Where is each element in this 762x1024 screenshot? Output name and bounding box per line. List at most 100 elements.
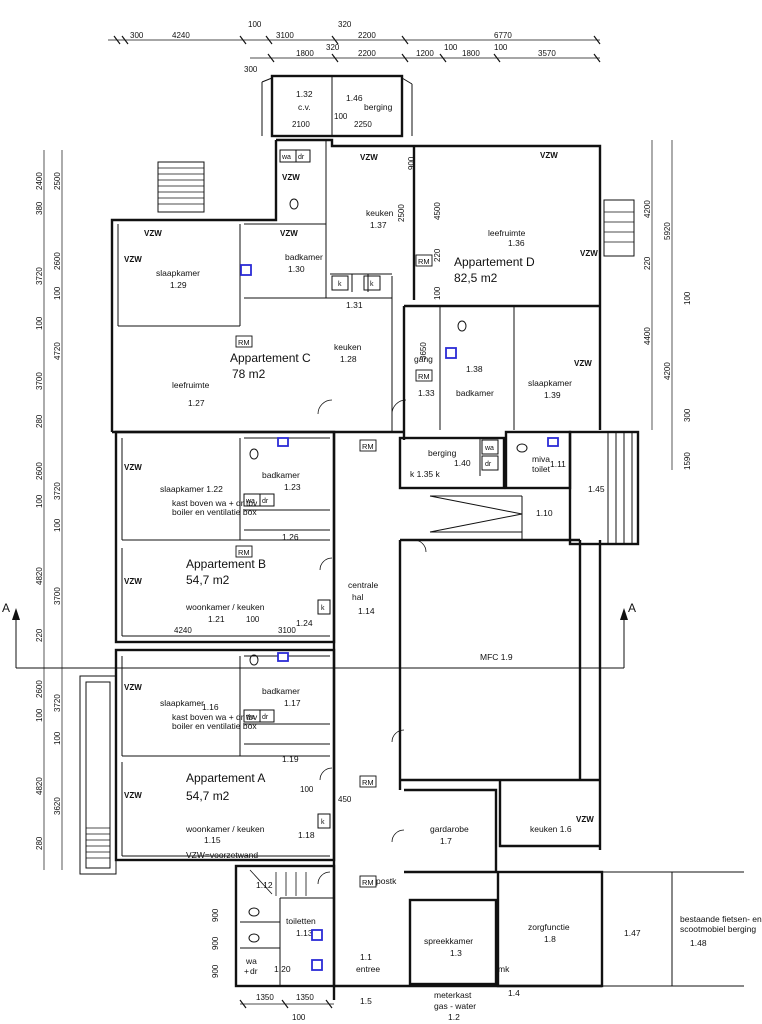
rm-marks: RM RM RM RM RM RM RM xyxy=(235,254,433,888)
building-walls xyxy=(79,138,744,1000)
room-1-14-label: centrale xyxy=(348,580,379,590)
room-1-20: 1.20 xyxy=(274,964,291,974)
room-1-39-label: slaapkamer xyxy=(528,378,572,388)
room-1-11: 1.11 xyxy=(550,459,566,469)
sink-icon xyxy=(311,929,323,941)
svg-text:3650: 3650 xyxy=(419,342,428,360)
svg-text:3720: 3720 xyxy=(35,267,44,285)
toilet-icon xyxy=(289,198,299,210)
svg-text:2500: 2500 xyxy=(53,172,62,190)
svg-text:dr: dr xyxy=(485,461,492,468)
svg-text:450: 450 xyxy=(338,795,352,804)
section-a-left: A xyxy=(2,601,10,615)
room-1-14-sub: hal xyxy=(352,592,363,602)
svg-text:280: 280 xyxy=(35,414,44,428)
room-1-40-label: berging xyxy=(428,448,457,458)
dim-1800: 1800 xyxy=(296,49,314,58)
svg-text:+: + xyxy=(244,966,249,976)
svg-text:RM: RM xyxy=(362,778,374,787)
room-1-16-note2: boiler en ventilatie box xyxy=(172,721,257,731)
room-1-16: 1.16 xyxy=(202,702,219,712)
room-1-26: 1.26 xyxy=(282,532,299,542)
toilet-icon xyxy=(516,443,528,453)
svg-text:3620: 3620 xyxy=(53,797,62,815)
room-1-8-label: zorgfunctie xyxy=(528,922,570,932)
toilet-icon xyxy=(248,907,260,917)
svg-text:900: 900 xyxy=(211,936,220,950)
apartment-d-name: Appartement D xyxy=(454,255,535,269)
svg-text:VZW: VZW xyxy=(540,151,558,160)
dim-100: 100 xyxy=(248,20,262,29)
svg-text:2500: 2500 xyxy=(397,204,406,222)
room-1-13: 1.13 xyxy=(296,928,313,938)
room-1-30-label: badkamer xyxy=(285,252,323,262)
dim-320b: 320 xyxy=(326,43,340,52)
room-1-16-note1: kast boven wa + dr tbv xyxy=(172,712,258,722)
dim-2200: 2200 xyxy=(358,31,376,40)
svg-text:4200: 4200 xyxy=(663,362,672,380)
svg-text:k: k xyxy=(370,281,374,288)
svg-text:4720: 4720 xyxy=(53,342,62,360)
room-1-29: 1.29 xyxy=(170,280,187,290)
svg-text:100: 100 xyxy=(292,1013,306,1022)
sink-icon xyxy=(240,264,252,276)
svg-text:RM: RM xyxy=(418,257,430,266)
svg-text:100: 100 xyxy=(53,286,62,300)
sink-icon xyxy=(277,652,289,662)
vzw-marks: VZW VZW VZW VZW VZW VZW VZW VZW VZW VZW … xyxy=(124,151,598,824)
room-1-14: 1.14 xyxy=(358,606,375,616)
svg-text:100: 100 xyxy=(683,291,692,305)
svg-text:VZW: VZW xyxy=(282,173,300,182)
room-1-2-label1: meterkast xyxy=(434,990,472,1000)
room-1-1-label: entree xyxy=(356,964,380,974)
svg-text:220: 220 xyxy=(643,256,652,270)
room-1-7: 1.7 xyxy=(440,836,452,846)
bottom-dimensions: 1350 1350 100 900 900 900 xyxy=(211,908,334,1022)
dim-3100: 3100 xyxy=(276,31,294,40)
svg-text:wa: wa xyxy=(245,498,255,505)
room-1-13-label: toiletten xyxy=(286,916,316,926)
room-1-21: 1.21 xyxy=(208,614,225,624)
room-1-12: 1.12 xyxy=(256,880,273,890)
interior-dimensions: 900 2500 4500 220 100 3650 xyxy=(397,156,442,360)
left-dimensions: 2400 2500 380 3720 2600 100 100 4720 370… xyxy=(35,150,63,870)
room-1-8: 1.8 xyxy=(544,934,556,944)
postk-label: postk xyxy=(376,876,397,886)
svg-text:mk: mk xyxy=(498,964,510,974)
room-1-27: 1.27 xyxy=(188,398,205,408)
svg-text:4820: 4820 xyxy=(35,777,44,795)
apartment-c-name: Appartement C xyxy=(230,351,311,365)
dim-300b: 300 xyxy=(244,65,258,74)
svg-text:100: 100 xyxy=(300,785,314,794)
utility-boxes: wa dr k k wa dr wa dr k wa dr k xyxy=(243,149,499,829)
room-1-19: 1.19 xyxy=(282,754,299,764)
svg-text:100: 100 xyxy=(433,286,442,300)
room-1-36-label: leefruimte xyxy=(488,228,526,238)
room-1-10: 1.10 xyxy=(536,508,553,518)
room-1-47: 1.47 xyxy=(624,928,641,938)
toilet-icon xyxy=(248,933,260,943)
room-1-6: keuken 1.6 xyxy=(530,824,572,834)
sink-icon xyxy=(547,437,559,447)
apartment-a-area: 54,7 m2 xyxy=(186,789,230,803)
svg-text:k: k xyxy=(321,819,325,826)
room-1-15: 1.15 xyxy=(204,835,221,845)
room-1-23: 1.23 xyxy=(284,482,301,492)
svg-text:100: 100 xyxy=(53,731,62,745)
svg-text:5920: 5920 xyxy=(663,222,672,240)
dim-2200b: 2200 xyxy=(358,49,376,58)
svg-text:220: 220 xyxy=(35,628,44,642)
sink-icon xyxy=(445,347,457,359)
room-1-9: MFC 1.9 xyxy=(480,652,513,662)
dim-6770: 6770 xyxy=(494,31,512,40)
svg-text:4240: 4240 xyxy=(174,626,192,635)
room-1-18: 1.18 xyxy=(298,830,315,840)
svg-text:VZW: VZW xyxy=(124,577,142,586)
room-1-46-label: berging xyxy=(364,102,393,112)
svg-text:1350: 1350 xyxy=(256,993,274,1002)
section-a-right: A xyxy=(628,601,636,615)
room-1-48: 1.48 xyxy=(690,938,707,948)
svg-text:2100: 2100 xyxy=(292,120,310,129)
svg-text:wa: wa xyxy=(484,445,494,452)
room-1-38-label: badkamer xyxy=(456,388,494,398)
